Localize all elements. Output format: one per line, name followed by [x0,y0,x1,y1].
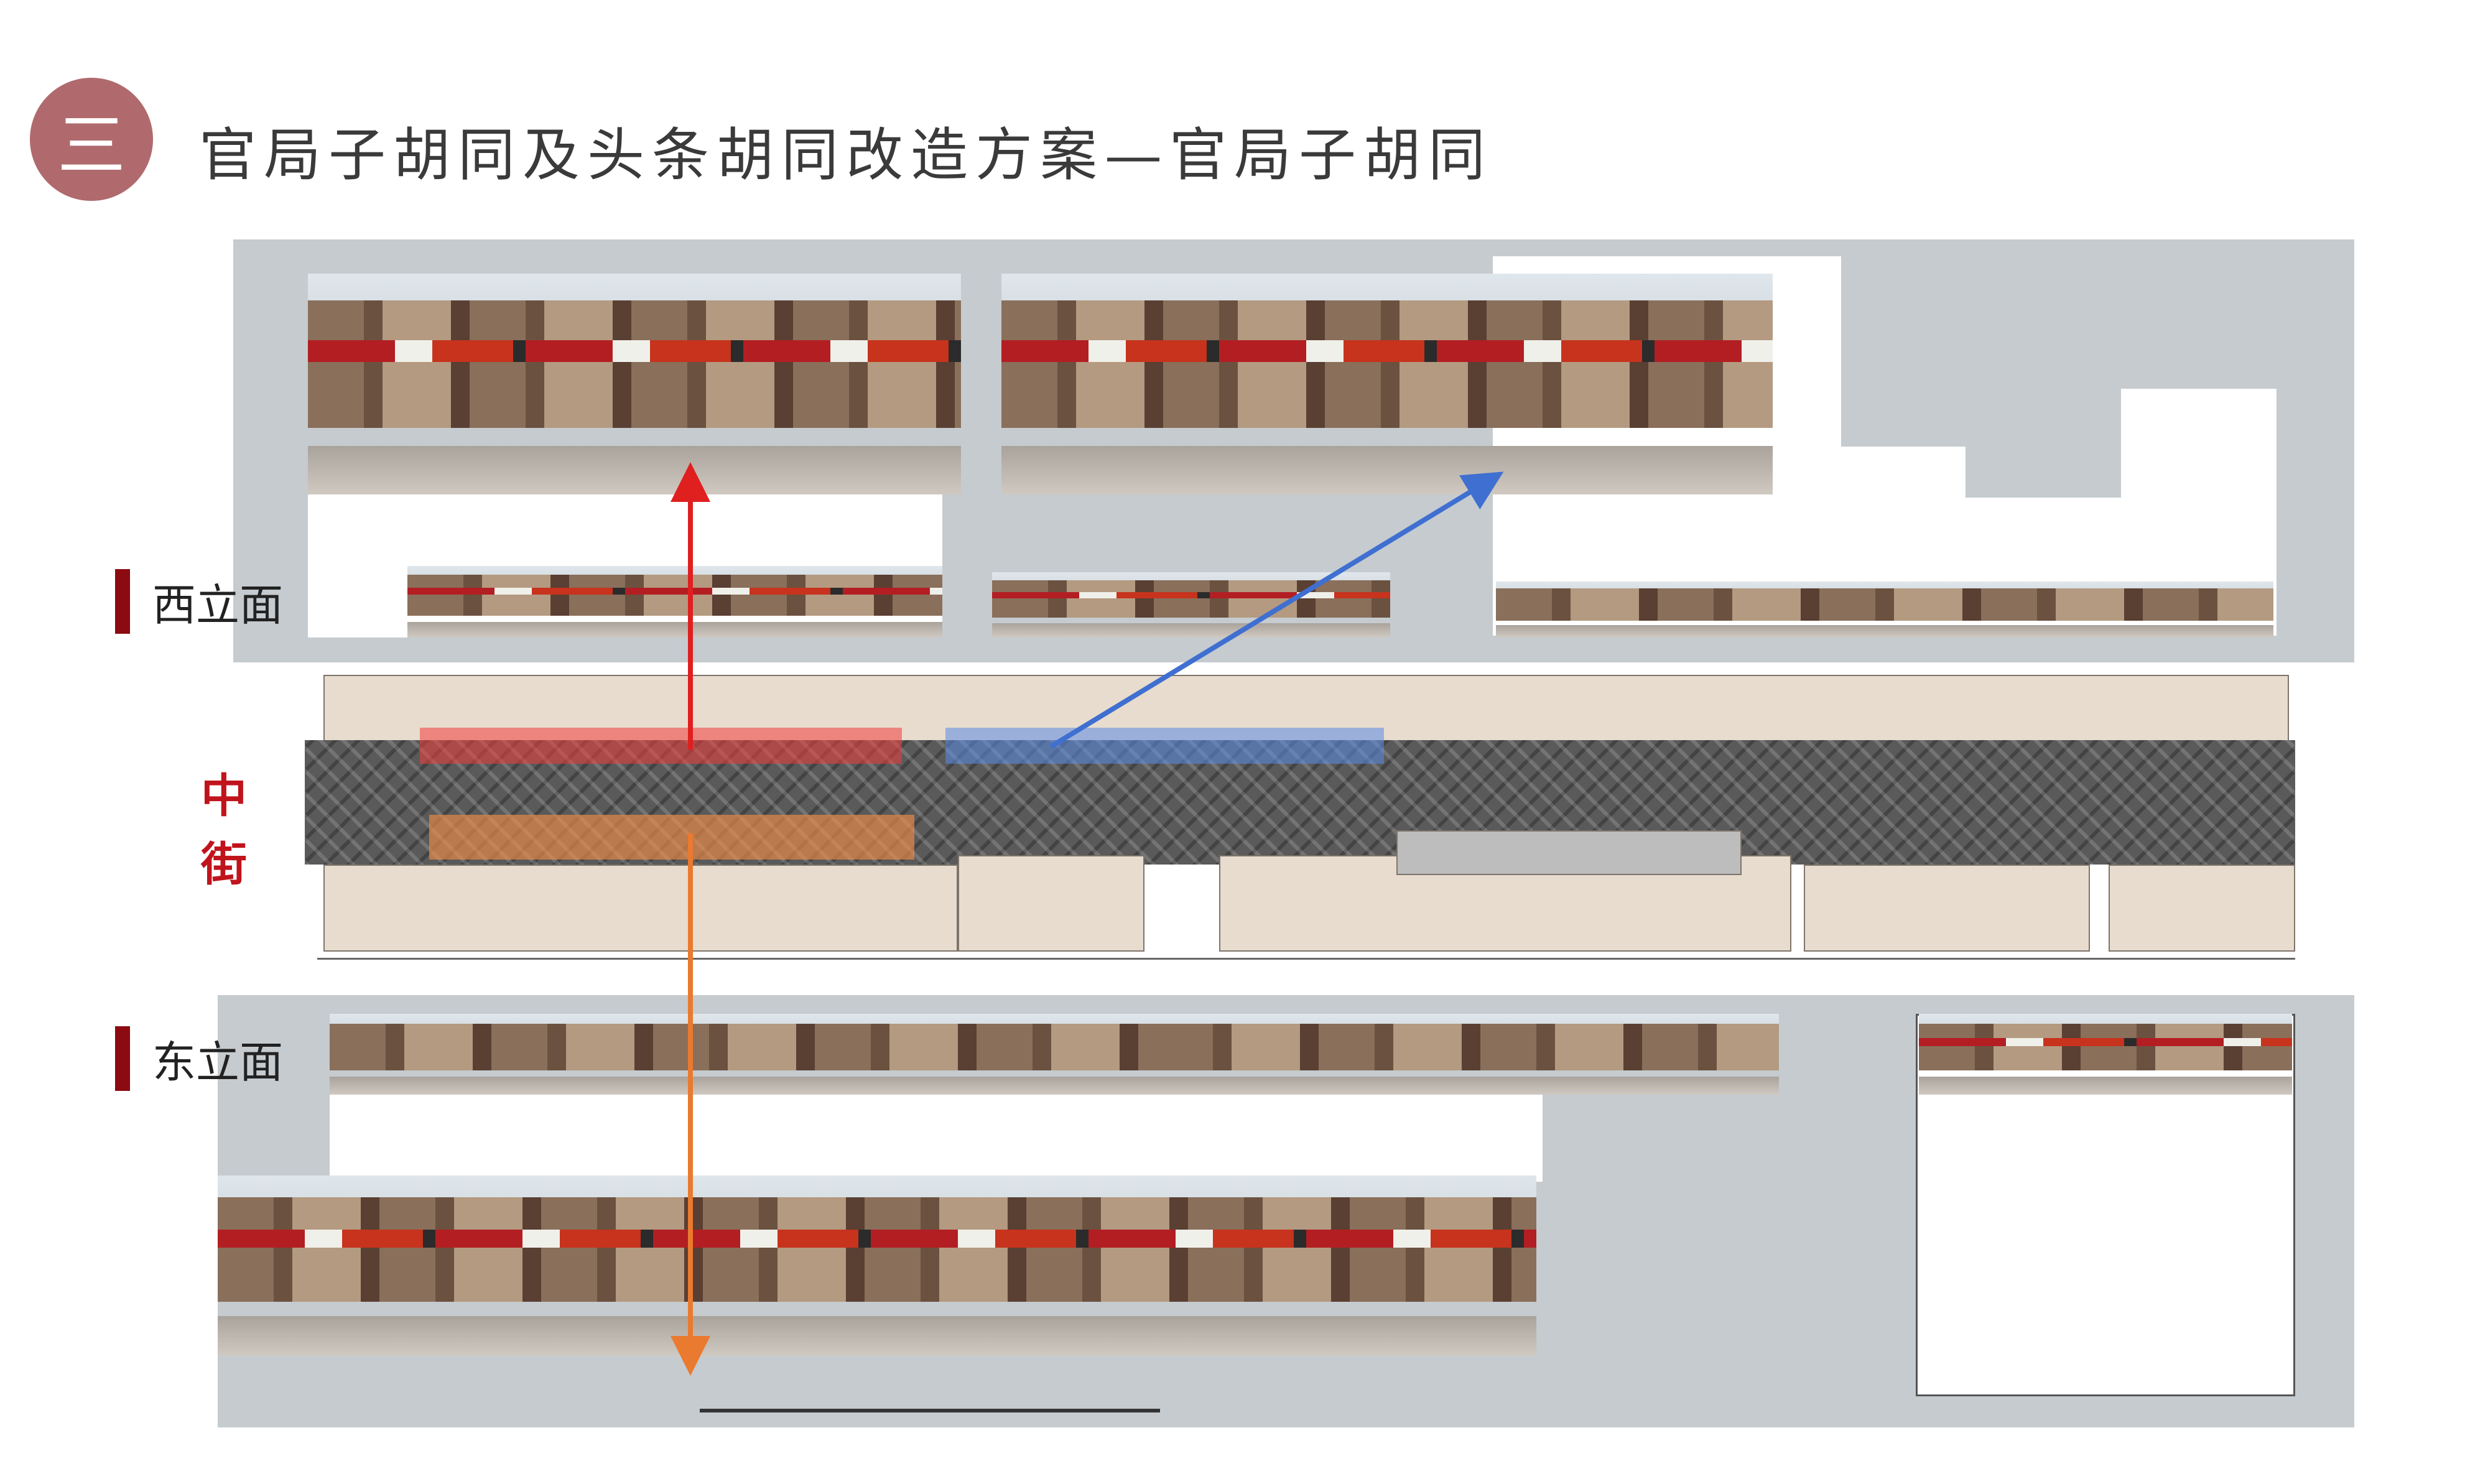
label-west-elevation: 西立面 [115,569,283,634]
label-west-bar [115,569,130,634]
scale-bar [700,1409,1160,1412]
plan-dimension-line [317,958,2295,960]
west-photo-detail-2 [1001,274,1773,494]
plan-rooms-south-5 [2109,865,2295,952]
east-elevation-strip-2 [1157,1014,1779,1095]
west-photo-detail-1 [308,274,961,494]
east-elevation-strip-1 [330,1014,1157,1095]
label-east-text: 东立面 [152,1036,283,1088]
plan-kiosk [1396,830,1742,875]
label-middle-street: 中街 [201,769,247,891]
plan-rooms-south-1 [323,865,958,952]
west-elevation-strip-3 [1496,582,2273,638]
east-elevation-whitespace-2 [1157,1095,1543,1182]
page-title: 官局子胡同及头条胡同改造方案—官局子胡同 [199,122,1493,188]
east-elevation-whitespace-1 [330,1095,1157,1182]
plan-rooms-south-4 [1804,865,2090,952]
east-elevation-strip-3 [1919,1014,2292,1095]
label-east-elevation: 东立面 [115,1026,283,1091]
highlight-west-segment-blue [945,728,1384,764]
plan-rooms-south-2 [958,855,1144,952]
section-badge: 三 [30,78,153,201]
label-west-text: 西立面 [152,579,283,631]
west-elevation-strip-1 [407,566,942,638]
west-elevation-strip-2 [992,572,1390,638]
label-east-bar [115,1026,130,1091]
highlight-east-segment-orange [429,815,914,860]
highlight-west-segment-red [420,728,902,764]
east-photo-detail [218,1176,1536,1356]
